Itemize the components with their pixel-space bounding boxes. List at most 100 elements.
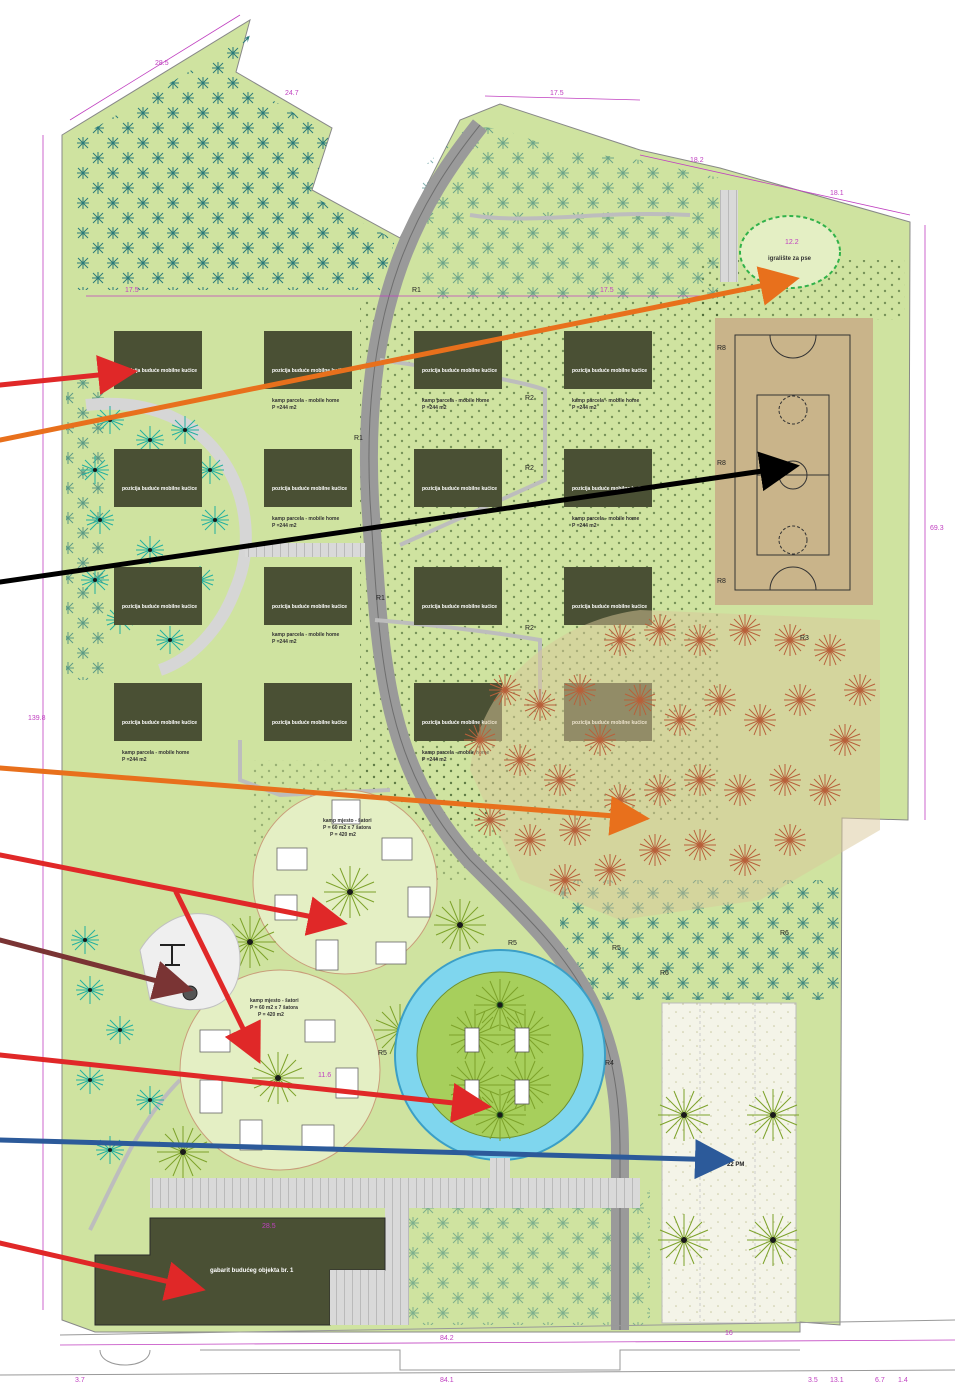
parcel-labels: pozicija buduće mobilne kućice pozicija … bbox=[122, 368, 647, 726]
parcel-caption-7: kamp parcela - mobile home bbox=[122, 750, 189, 756]
parcel-caption-2: kamp parcela - mobile home bbox=[422, 398, 489, 404]
tag-r1-b: R1 bbox=[354, 435, 363, 442]
dim-top-right-b: 18.1 bbox=[830, 190, 844, 197]
arrow-parking bbox=[0, 1137, 735, 1180]
parcel-position-label-10: pozicija buduće mobilne kućice bbox=[272, 604, 347, 610]
parcel-position-label-9: pozicija buduće mobilne kućice bbox=[122, 604, 197, 610]
shrub-area-west bbox=[66, 380, 106, 680]
dim-pool: 11.6 bbox=[318, 1072, 331, 1079]
shrub-area-northwest bbox=[75, 35, 395, 290]
route-tags: R1 R1 R1 R2 R2 R2 R5 R5 R5 R6 R6 R8 R8 R… bbox=[354, 287, 809, 1067]
dim-row-left: 17.5 bbox=[125, 287, 139, 294]
tent-zone-2-text: kamp mjesto - šatori P = 60 m2 x 7 šator… bbox=[250, 998, 299, 1018]
tent-zone-2-line3: P = 420 m2 bbox=[258, 1012, 284, 1018]
dog-park bbox=[739, 215, 841, 289]
tag-r4: R4 bbox=[605, 1060, 614, 1067]
parcel-position-label-3: pozicija buduće mobilne kućice bbox=[422, 368, 497, 374]
dim-bottom-total: 84.2 bbox=[440, 1335, 454, 1342]
tent-zone-1-line2: P = 60 m2 x 7 šatora bbox=[323, 825, 371, 831]
footpaths bbox=[88, 211, 691, 1231]
arrow-forest bbox=[0, 765, 650, 836]
parcel-area-6: P =244 m2 bbox=[272, 639, 297, 645]
tag-r5-b: R5 bbox=[612, 945, 621, 952]
parcel-caption-8: kamp parcela - mobile home bbox=[422, 750, 489, 756]
parcel-captions: kamp parcela - mobile home P =244 m2 kam… bbox=[122, 398, 639, 763]
tag-r3: R3 bbox=[800, 635, 809, 642]
arrow-tent-zone-2 bbox=[173, 889, 261, 1064]
parcel-caption-6: kamp parcela - mobile home bbox=[272, 632, 339, 638]
parcel-position-label-8: pozicija buduće mobilne kućice bbox=[572, 486, 647, 492]
dim-parking-width: 16 bbox=[725, 1330, 733, 1337]
dim-left-height: 139.8 bbox=[28, 715, 46, 722]
parcel-position-label-11: pozicija buduće mobilne kućice bbox=[422, 604, 497, 610]
parcel-caption-5: kamp parcela - mobile home bbox=[572, 516, 639, 522]
parcel-position-label-14: pozicija buduće mobilne kućice bbox=[272, 720, 347, 726]
arrow-pool bbox=[0, 1052, 492, 1123]
arrow-parcel bbox=[0, 355, 138, 395]
dim-bottom-right-d: 1.4 bbox=[898, 1377, 908, 1384]
tag-r8-c: R8 bbox=[717, 578, 726, 585]
dim-bottom-right-b: 13.1 bbox=[830, 1377, 844, 1384]
dim-bottom-right-c: 6.7 bbox=[875, 1377, 885, 1384]
arrow-building bbox=[0, 1240, 206, 1301]
tent-zone-1-title: kamp mjesto - šatori bbox=[323, 818, 372, 824]
building-stairs bbox=[330, 1270, 385, 1325]
tag-r2-c: R2 bbox=[525, 625, 534, 632]
parcel-caption-3: kamp parcela - mobile home bbox=[572, 398, 639, 404]
tent-zone-2-line2: P = 60 m2 x 7 šatora bbox=[250, 1005, 298, 1011]
dimension-lines bbox=[42, 14, 955, 1346]
pool-bridge bbox=[490, 1158, 510, 1182]
dim-bottom-left: 3.7 bbox=[75, 1377, 85, 1384]
sports-court bbox=[715, 318, 873, 605]
dim-bottom-mid: 84.1 bbox=[440, 1377, 454, 1384]
parcel-caption-1: kamp parcela - mobile home bbox=[272, 398, 339, 404]
arrow-tent-zone-1 bbox=[0, 852, 348, 936]
parcel-position-label-4: pozicija buduće mobilne kućice bbox=[572, 368, 647, 374]
tent-zone-1 bbox=[252, 789, 438, 975]
boardwalk-west bbox=[245, 543, 365, 557]
dim-row-right: 17.5 bbox=[600, 287, 614, 294]
tag-r2-b: R2 bbox=[525, 465, 534, 472]
dog-park-fence bbox=[720, 190, 738, 282]
boardwalk-south-branch bbox=[385, 1205, 409, 1325]
shrub-area-north bbox=[420, 125, 720, 300]
parcel-position-label-7: pozicija buduće mobilne kućice bbox=[422, 486, 497, 492]
mobile-home-parcels bbox=[114, 331, 652, 741]
parcel-position-label-12: pozicija buduće mobilne kućice bbox=[572, 604, 647, 610]
parcel-area-7: P =244 m2 bbox=[122, 757, 147, 763]
tag-r5-a: R5 bbox=[508, 940, 517, 947]
dim-right-height: 69.3 bbox=[930, 525, 944, 532]
main-road-edge bbox=[368, 124, 621, 1330]
boardwalk-south bbox=[150, 1178, 640, 1208]
parcel-caption-4: kamp parcela - mobile home bbox=[272, 516, 339, 522]
tag-r6-a: R6 bbox=[780, 930, 789, 937]
parcel-position-label-1: pozicija buduće mobilne kućice bbox=[122, 368, 197, 374]
street bbox=[0, 1319, 955, 1376]
forest-area bbox=[463, 610, 880, 920]
tag-r2-a: R2 bbox=[525, 395, 534, 402]
tag-r5-c: R5 bbox=[378, 1050, 387, 1057]
tent-zone-2-title: kamp mjesto - šatori bbox=[250, 998, 299, 1004]
parcel-area-3: P =244 m2 bbox=[572, 405, 597, 411]
arrow-fire-pit bbox=[0, 937, 194, 1000]
parking-label: 22 PM bbox=[727, 1162, 744, 1168]
parcel-position-label-13: pozicija buduće mobilne kućice bbox=[122, 720, 197, 726]
tag-r6-b: R6 bbox=[660, 970, 669, 977]
parcel-position-label-15: pozicija buduće mobilne kućice bbox=[422, 720, 497, 726]
parcel-area-5: P =244 m2 bbox=[572, 523, 597, 529]
parcel-area-4: P =244 m2 bbox=[272, 523, 297, 529]
parcel-position-label-2: pozicija buduće mobilne kućice bbox=[272, 368, 347, 374]
building-label: gabarit budućeg objekta br. 1 bbox=[210, 1268, 294, 1274]
shrub-area-south bbox=[400, 1190, 650, 1325]
parcel-position-label-5: pozicija buduće mobilne kućice bbox=[122, 486, 197, 492]
tent-zone-1-line3: P = 420 m2 bbox=[330, 832, 356, 838]
arrow-sports-court bbox=[0, 451, 800, 585]
parcel-area-2: P =244 m2 bbox=[422, 405, 447, 411]
dim-top-mid-b: 17.5 bbox=[550, 90, 564, 97]
dim-dog-width: 12.2 bbox=[785, 239, 799, 246]
dim-top-mid-a: 24.7 bbox=[285, 90, 299, 97]
tag-r8-a: R8 bbox=[717, 345, 726, 352]
parcel-area-8: P =244 m2 bbox=[422, 757, 447, 763]
dim-building-width: 28.5 bbox=[262, 1223, 276, 1230]
annotation-arrows bbox=[0, 266, 800, 1301]
